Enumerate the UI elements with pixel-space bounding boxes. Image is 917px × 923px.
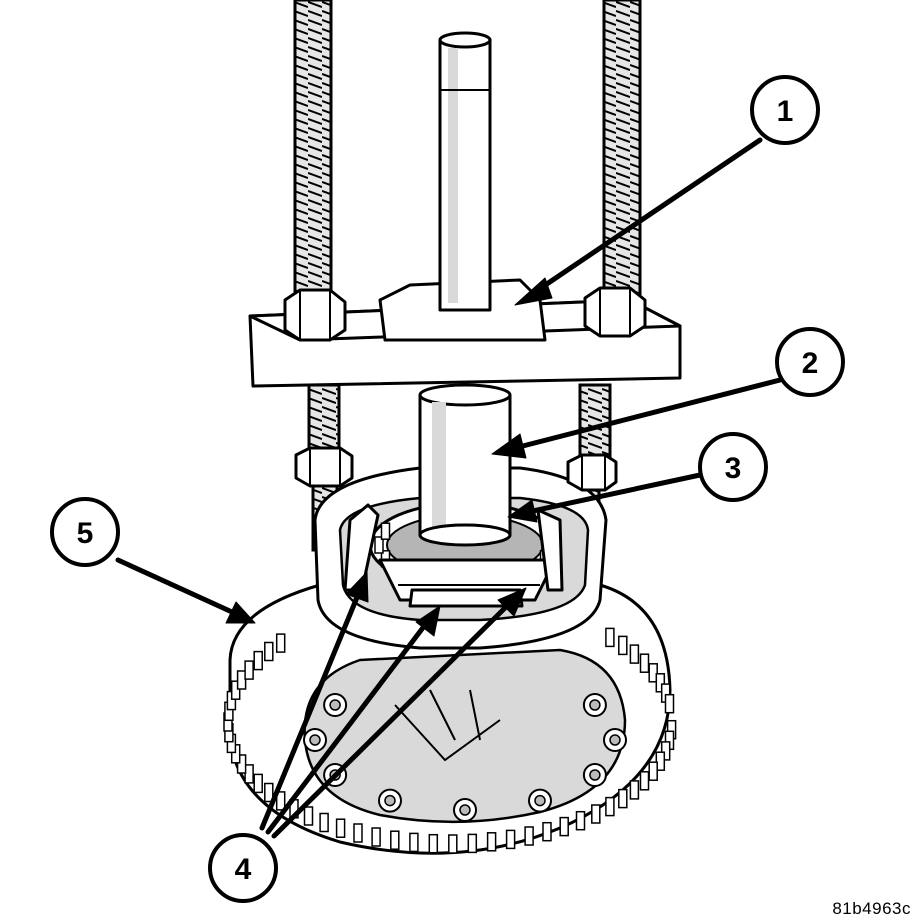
gear-tooth <box>655 673 666 693</box>
callout-5-label: 5 <box>77 517 94 550</box>
gear-tooth <box>264 641 274 662</box>
gear-tooth <box>353 823 363 843</box>
callout-1-label: 1 <box>777 95 794 128</box>
gear-bolt-center <box>589 699 601 711</box>
gear-tooth <box>605 627 615 648</box>
gear-bolt-center <box>329 699 341 711</box>
figure-reference-code: 81b4963c <box>832 899 911 918</box>
gear-tooth <box>648 663 658 683</box>
callout-5: 5 <box>50 497 120 567</box>
gear-bolt-center <box>459 804 471 816</box>
callout-4-label: 4 <box>235 853 252 886</box>
gear-tooth <box>371 827 381 847</box>
callout-4: 4 <box>208 833 278 903</box>
gear-tooth <box>264 782 274 803</box>
center-shaft <box>418 383 512 547</box>
gear-tooth <box>428 833 439 854</box>
gear-tooth <box>575 810 586 831</box>
gear-tooth <box>559 816 569 837</box>
gear-tooth <box>253 773 263 794</box>
gear-bolt-center <box>534 794 546 807</box>
bearing-roller <box>380 522 391 540</box>
gear-tooth <box>664 693 675 714</box>
gear-tooth <box>542 821 552 842</box>
gear-tooth <box>275 791 286 811</box>
callout-3-label: 3 <box>725 452 742 485</box>
gear-tooth <box>253 650 263 671</box>
gear-tooth <box>303 806 314 826</box>
callout-1: 1 <box>750 75 820 145</box>
gear-tooth <box>639 771 650 791</box>
gear-tooth <box>524 826 534 846</box>
gear-tooth <box>660 741 671 761</box>
gear-bolt-center <box>609 734 621 746</box>
gear-tooth <box>319 812 329 833</box>
gear-tooth <box>236 754 247 774</box>
bearing-roller <box>374 536 384 554</box>
gear-tooth <box>244 660 254 680</box>
gear-tooth <box>605 796 615 817</box>
callout-2-label: 2 <box>802 347 819 380</box>
gear-bolt-center <box>384 794 396 807</box>
gear-tooth <box>505 829 516 850</box>
gear-tooth <box>618 788 628 809</box>
gear-tooth <box>629 644 640 664</box>
gear-tooth <box>390 830 400 850</box>
callout-3: 3 <box>698 432 768 502</box>
gear-tooth <box>591 804 601 824</box>
gear-tooth <box>230 680 241 700</box>
gear-tooth <box>244 764 254 784</box>
gear-bolt-center <box>589 769 601 781</box>
gear-tooth <box>629 780 640 800</box>
gear-tooth <box>648 761 658 781</box>
gear-tooth <box>639 653 650 673</box>
gear-tooth <box>448 834 458 854</box>
gear-tooth <box>409 832 419 853</box>
gear-tooth <box>275 633 286 653</box>
forcing-screw <box>438 31 492 312</box>
gear-tooth <box>236 670 247 690</box>
callout-2: 2 <box>775 327 845 397</box>
gear-tooth <box>335 818 346 838</box>
gear-tooth <box>467 833 478 854</box>
leader-arrows <box>115 137 783 839</box>
gear-tooth <box>618 635 628 656</box>
gear-bolt-center <box>309 734 321 746</box>
puller-jaws <box>343 503 564 608</box>
gear-tooth <box>486 832 497 852</box>
gear-tooth <box>655 751 666 771</box>
